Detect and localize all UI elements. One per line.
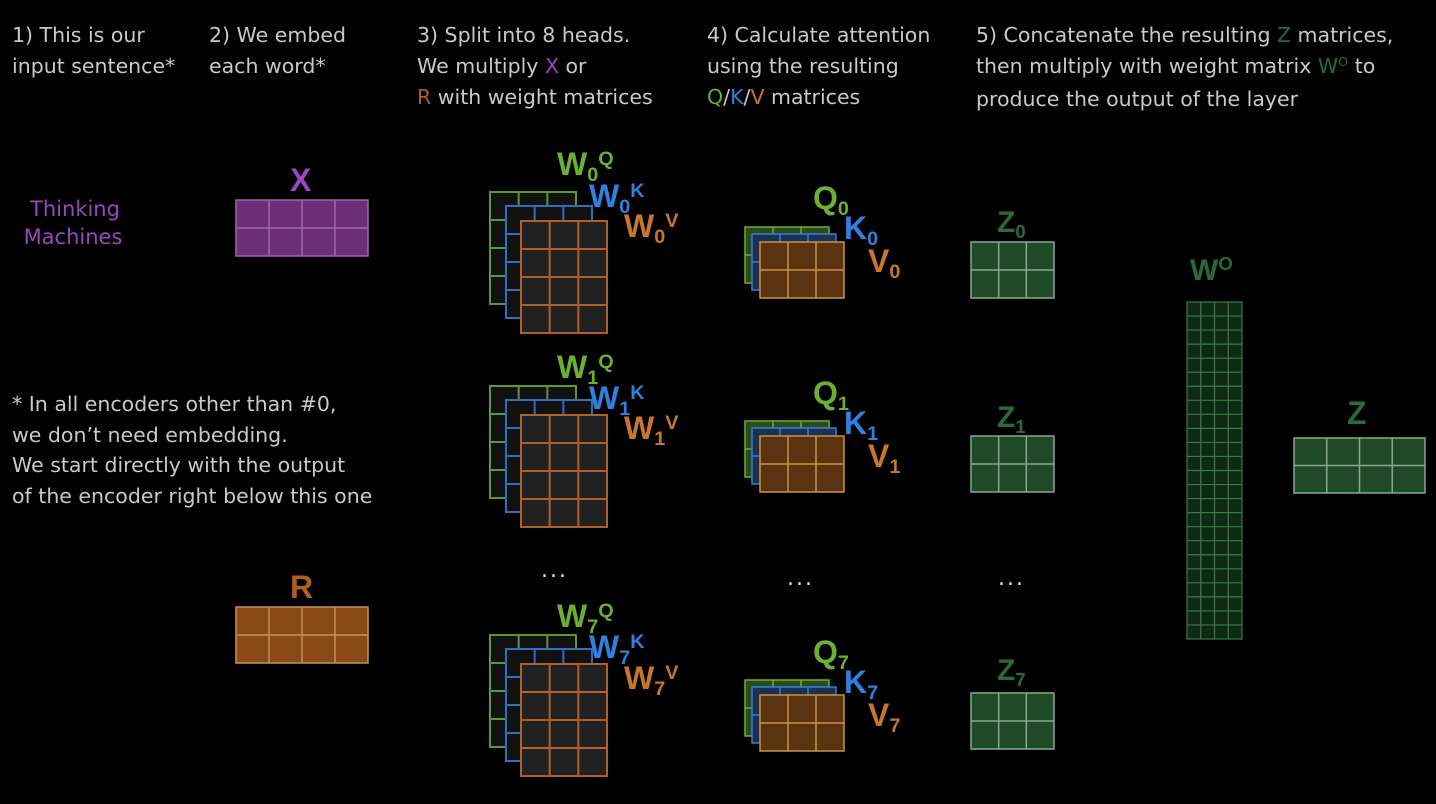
z-output-label: Z — [1347, 395, 1367, 431]
footnote: * In all encoders other than #0, we don’… — [12, 392, 373, 508]
v-label-head-7: V7 — [868, 697, 901, 738]
step-3-caption: 3) Split into 8 heads. We multiply X or … — [417, 23, 653, 109]
wv-matrix-head-1 — [520, 414, 608, 528]
k-label-head-7: K7 — [844, 664, 879, 705]
x-matrix — [235, 199, 369, 257]
v-label-head-0: V0 — [868, 243, 901, 284]
v-matrix-head-1 — [759, 435, 845, 493]
wq-label-head-7: W7Q — [557, 598, 614, 639]
q-label-head-7: Q7 — [813, 634, 849, 675]
wk-label-head-7: W7K — [589, 629, 645, 670]
wv-matrix-head-7 — [520, 663, 608, 777]
z-label-head-0: Z0 — [997, 206, 1026, 242]
r-label: R — [290, 569, 314, 605]
input-word-thinking: Thinking — [30, 197, 120, 221]
v-matrix-head-7 — [759, 694, 845, 752]
k-label-head-0: K0 — [844, 210, 879, 251]
wo-matrix — [1186, 301, 1243, 640]
z-matrix-head-0 — [970, 241, 1055, 299]
wk-label-head-0: W0K — [589, 178, 645, 219]
v-matrix-head-0 — [759, 241, 845, 299]
z-matrix-head-7 — [970, 692, 1055, 750]
v-label-head-1: V1 — [868, 438, 901, 479]
wo-label: WO — [1190, 253, 1233, 287]
ellipsis-weights: ... — [541, 558, 568, 583]
z-label-head-1: Z1 — [997, 401, 1026, 437]
step-1-caption: 1) This is our input sentence* — [12, 23, 176, 78]
z-label-head-7: Z7 — [997, 654, 1026, 690]
r-matrix — [235, 606, 369, 664]
step-2-caption: 2) We embed each word* — [209, 23, 346, 78]
z-matrix-head-1 — [970, 435, 1055, 493]
wk-label-head-1: W1K — [589, 380, 645, 421]
wq-label-head-1: W1Q — [557, 349, 614, 390]
ellipsis-z: ... — [998, 566, 1025, 591]
wv-label-head-7: W7V — [624, 660, 679, 701]
input-word-machines: Machines — [23, 225, 123, 249]
k-label-head-1: K1 — [844, 405, 879, 446]
wv-matrix-head-0 — [520, 220, 608, 334]
step-4-caption: 4) Calculate attention using the resulti… — [707, 23, 931, 109]
wv-label-head-0: W0V — [624, 208, 679, 249]
q-label-head-0: Q0 — [813, 180, 849, 221]
wv-label-head-1: W1V — [624, 410, 679, 451]
q-label-head-1: Q1 — [813, 375, 849, 416]
x-label: X — [290, 162, 312, 198]
step-5-caption: 5) Concatenate the resulting Z matrices,… — [976, 23, 1394, 111]
ellipsis-qkv: ... — [787, 566, 814, 591]
z-output-matrix — [1293, 437, 1426, 494]
wq-label-head-0: W0Q — [557, 146, 614, 187]
